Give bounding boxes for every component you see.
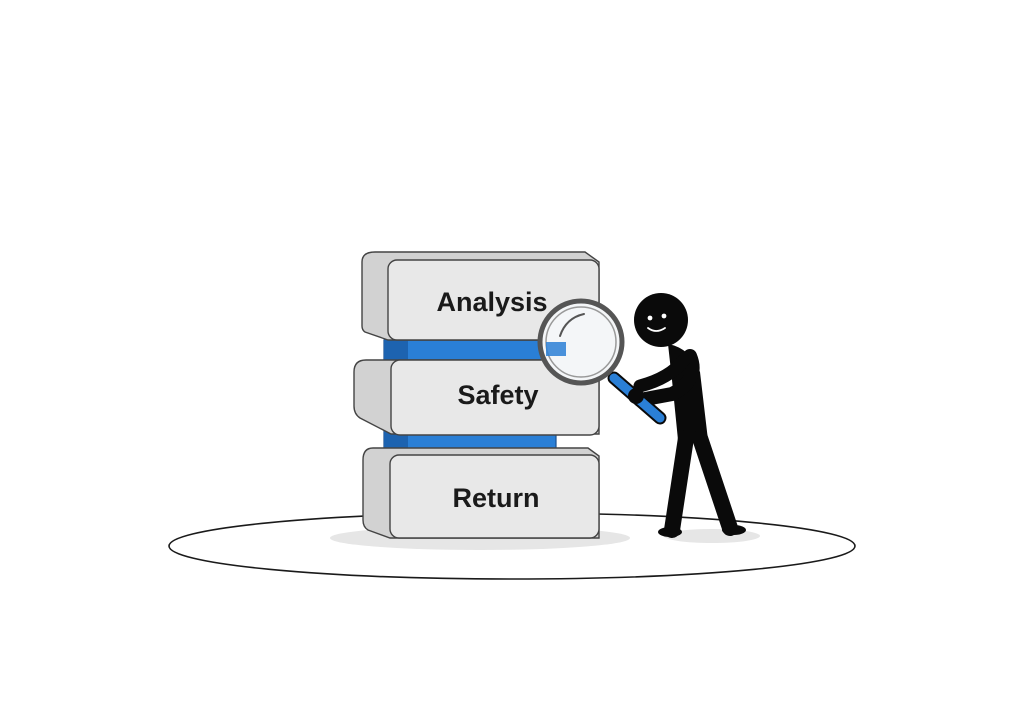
block-label-safety: Safety — [457, 380, 538, 410]
magnifying-glass-icon — [537, 298, 667, 425]
block-label-analysis: Analysis — [436, 287, 547, 317]
block-label-return: Return — [453, 483, 540, 513]
stick-figure-icon — [633, 293, 746, 538]
block-return: Return — [362, 447, 600, 539]
spacer-top — [383, 339, 557, 363]
block-safety: Safety — [353, 359, 600, 436]
